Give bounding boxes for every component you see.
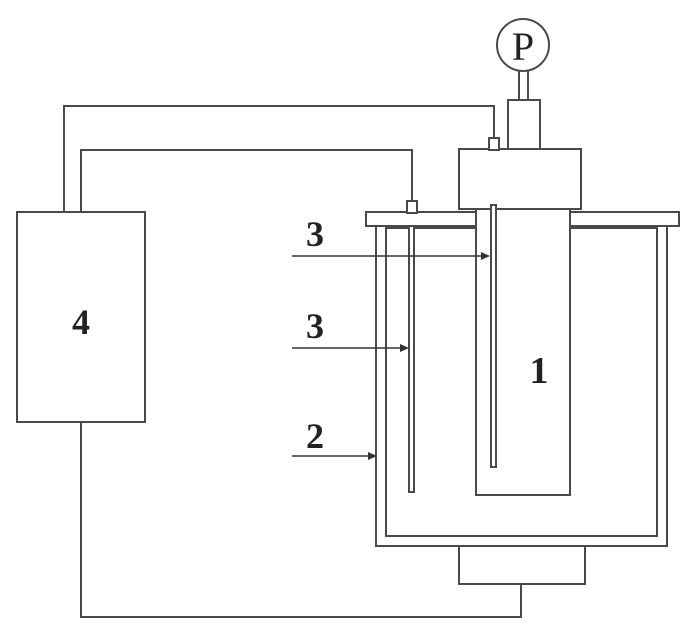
bath-label: 2 (306, 416, 324, 456)
probe-upper-arrowhead (481, 252, 490, 260)
probe-lower-arrowhead (400, 344, 409, 352)
gauge-stem-block (507, 99, 541, 150)
inner-probe-cap (488, 137, 500, 151)
probe-lower-label: 3 (306, 306, 324, 346)
inner-probe-rod (490, 204, 497, 468)
wire-to-outer-probe (80, 149, 413, 212)
vessel-lid (458, 148, 582, 210)
bath-arrowhead (368, 452, 377, 460)
wire-to-inner-probe (63, 105, 495, 212)
pressure-gauge-label: P (512, 24, 534, 69)
probe-upper-label: 3 (306, 214, 324, 254)
pressure-gauge-icon (496, 18, 550, 72)
outer-probe-cap (406, 200, 418, 214)
wire-to-base (80, 422, 522, 618)
vessel-label: 1 (530, 350, 549, 392)
controller-box (16, 211, 146, 423)
controller-label: 4 (72, 302, 90, 342)
outer-probe-rod (408, 225, 415, 493)
base-block (458, 544, 586, 585)
